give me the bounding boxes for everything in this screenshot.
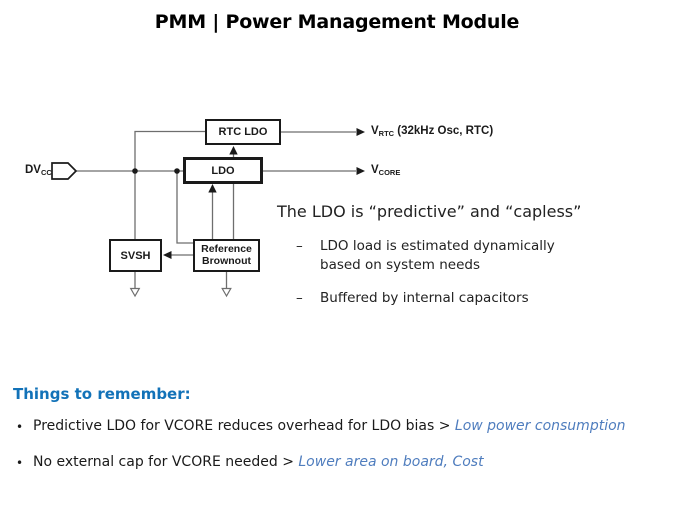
footer-bullet-highlight: Low power consumption [454, 418, 626, 434]
bullet-marker: • [16, 420, 24, 434]
vcore-output-label: VCORE [371, 164, 401, 177]
arrowhead-right-icon [356, 128, 365, 136]
footer-bullet: • No external cap for VCORE needed > Low… [16, 454, 484, 470]
block-rtc-ldo: RTC LDO [205, 119, 281, 145]
vrtc-output-label: VRTC (32kHz Osc, RTC) [371, 125, 494, 138]
refbo-feed-line [176, 171, 193, 244]
arrowhead-right-icon [356, 167, 365, 175]
input-port-icon [51, 162, 78, 180]
footer-bullet-text: Predictive LDO for VCORE reduces overhea… [33, 418, 626, 434]
dash-marker: – [296, 238, 303, 254]
arrowhead-left-icon [163, 251, 172, 259]
footer-bullet-text: No external cap for VCORE needed > Lower… [33, 454, 484, 470]
junction-dot [174, 168, 180, 174]
block-svsh-label: SVSH [120, 249, 151, 262]
dash-marker: – [296, 290, 303, 306]
footer-bullet: • Predictive LDO for VCORE reduces overh… [16, 418, 626, 434]
block-reference-brownout: Reference Brownout [193, 239, 260, 272]
ground-arrow-icon [129, 287, 232, 298]
block-ldo-label: LDO [211, 164, 235, 177]
block-reference-brownout-label: Reference Brownout [201, 242, 252, 267]
footer-heading: Things to remember: [13, 385, 191, 403]
bullet-marker: • [16, 456, 24, 470]
block-rtc-ldo-label: RTC LDO [218, 126, 268, 138]
arrowhead-up-icon [208, 184, 217, 193]
arrowhead-up-icon [229, 146, 238, 155]
callout-bullet-text: LDO load is estimated dynamically based … [320, 238, 555, 273]
callout-bullet-text: Buffered by internal capacitors [320, 290, 529, 306]
callout-heading: The LDO is “predictive” and “capless” [277, 202, 582, 221]
diagram-canvas [51, 128, 365, 298]
callout-bullet: – LDO load is estimated dynamically base… [296, 237, 592, 275]
dvcc-input-label: DVCC [25, 164, 52, 177]
callout-bullet: – Buffered by internal capacitors [296, 289, 592, 308]
rtc-ldo-feed-line [134, 130, 205, 171]
slide-title: PMM | Power Management Module [154, 11, 520, 33]
junction-dot [132, 168, 138, 174]
block-svsh: SVSH [109, 239, 162, 272]
footer-bullet-highlight: Lower area on board, Cost [298, 454, 484, 470]
block-ldo: LDO [183, 157, 263, 184]
